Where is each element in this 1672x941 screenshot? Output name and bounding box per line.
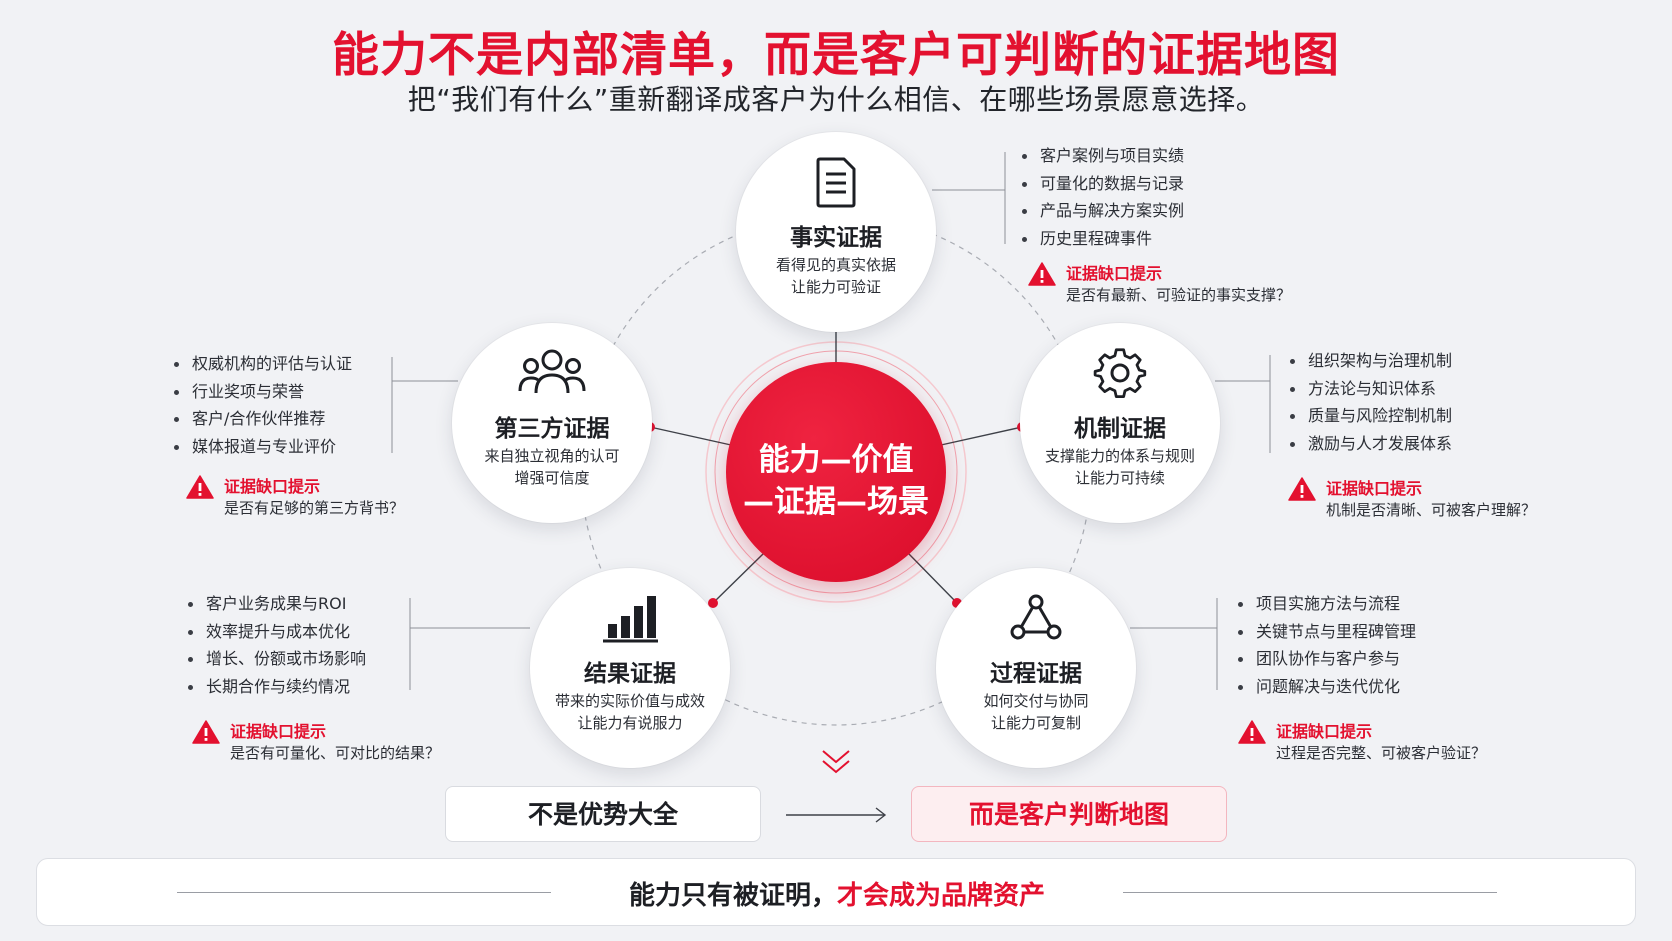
node-fact[interactable]: 事实证据 看得见的真实依据 让能力可验证	[736, 132, 936, 332]
not-advantage-list-pill: 不是优势大全	[445, 786, 761, 842]
warning-icon	[1238, 720, 1266, 744]
list-item: 权威机构的评估与认证	[170, 350, 352, 378]
divider-left	[177, 892, 551, 893]
gear-icon	[1020, 347, 1220, 403]
list-item: 媒体报道与专业评价	[170, 433, 352, 461]
list-item: 长期合作与续约情况	[184, 673, 366, 701]
warning-text: 过程是否完整、可被客户验证？	[1276, 744, 1487, 762]
node-mechanism[interactable]: 机制证据 支撑能力的体系与规则 让能力可持续	[1020, 323, 1220, 523]
list-item: 客户案例与项目实绩	[1018, 142, 1184, 170]
third-party-evidence-list: 权威机构的评估与认证 行业奖项与荣誉 客户/合作伙伴推荐 媒体报道与专业评价	[170, 350, 352, 460]
center-line-1: 能力—价值	[758, 442, 914, 478]
node-desc: 来自独立视角的认可 增强可信度	[484, 447, 620, 487]
list-item: 可量化的数据与记录	[1018, 170, 1184, 198]
page-title: 能力不是内部清单，而是客户可判断的证据地图	[332, 28, 1340, 83]
list-item: 质量与风险控制机制	[1286, 402, 1452, 430]
list-item: 历史里程碑事件	[1018, 225, 1184, 253]
connector-dot-result	[708, 598, 718, 608]
warning-text: 机制是否清晰、可被客户理解？	[1326, 501, 1537, 519]
customer-judgment-map-pill: 而是客户判断地图	[911, 786, 1227, 842]
arrow-right-icon	[786, 807, 887, 823]
list-item: 组织架构与治理机制	[1286, 347, 1452, 375]
node-desc: 如何交付与协同 让能力可复制	[983, 692, 1089, 732]
warning-title: 证据缺口提示	[1326, 479, 1423, 498]
warning-text: 是否有足够的第三方背书？	[224, 499, 405, 517]
fact-evidence-list: 客户案例与项目实绩 可量化的数据与记录 产品与解决方案实例 历史里程碑事件	[1018, 142, 1184, 252]
warning-icon	[186, 475, 214, 499]
connector-process	[907, 552, 958, 604]
people-icon	[452, 347, 652, 403]
list-item: 团队协作与客户参与	[1234, 645, 1416, 673]
node-result[interactable]: 结果证据 带来的实际价值与成效 让能力有说服力	[530, 568, 730, 768]
list-item: 行业奖项与荣誉	[170, 378, 352, 406]
node-process[interactable]: 过程证据 如何交付与协同 让能力可复制	[936, 568, 1136, 768]
mechanism-evidence-list: 组织架构与治理机制 方法论与知识体系 质量与风险控制机制 激励与人才发展体系	[1286, 347, 1452, 457]
bar-chart-icon	[530, 592, 730, 648]
node-title: 事实证据	[790, 225, 882, 251]
list-item: 增长、份额或市场影响	[184, 645, 366, 673]
process-evidence-list: 项目实施方法与流程 关键节点与里程碑管理 团队协作与客户参与 问题解决与迭代优化	[1234, 590, 1416, 700]
double-chevron-down-icon	[822, 750, 850, 774]
warning-icon	[1288, 477, 1316, 501]
connector-third	[649, 426, 732, 446]
warning-title: 证据缺口提示	[1066, 264, 1163, 283]
conclusion-text: 能力只有被证明，才会成为品牌资产	[628, 881, 1046, 911]
list-item: 产品与解决方案实例	[1018, 197, 1184, 225]
list-item: 客户业务成果与ROI	[184, 590, 366, 618]
list-item: 项目实施方法与流程	[1234, 590, 1416, 618]
divider-right	[1123, 892, 1497, 893]
list-item: 效率提升与成本优化	[184, 618, 366, 646]
connector-mechanism	[940, 426, 1023, 446]
node-title: 过程证据	[990, 661, 1082, 687]
warning-title: 证据缺口提示	[1276, 722, 1373, 741]
list-item: 方法论与知识体系	[1286, 375, 1452, 403]
node-third-party[interactable]: 第三方证据 来自独立视角的认可 增强可信度	[452, 323, 652, 523]
list-item: 关键节点与里程碑管理	[1234, 618, 1416, 646]
node-desc: 看得见的真实依据 让能力可验证	[775, 256, 896, 296]
node-desc: 支撑能力的体系与规则 让能力可持续	[1044, 447, 1195, 487]
connector-result	[712, 552, 765, 604]
result-evidence-list: 客户业务成果与ROI 效率提升与成本优化 增长、份额或市场影响 长期合作与续约情…	[184, 590, 366, 700]
warning-text: 是否有最新、可验证的事实支撑？	[1066, 286, 1292, 304]
node-desc: 带来的实际价值与成效 让能力有说服力	[554, 692, 705, 732]
document-icon	[736, 156, 936, 212]
center-line-2: —证据—场景	[743, 484, 929, 520]
node-title: 第三方证据	[494, 416, 610, 442]
list-item: 激励与人才发展体系	[1286, 430, 1452, 458]
warning-icon	[192, 720, 220, 744]
page-subtitle: 把“我们有什么”重新翻译成客户为什么相信、在哪些场景愿意选择。	[407, 83, 1265, 116]
list-item: 客户/合作伙伴推荐	[170, 405, 352, 433]
node-title: 结果证据	[584, 661, 676, 687]
center-core: 能力—价值 —证据—场景	[726, 362, 946, 582]
conclusion-banner: 能力只有被证明，才会成为品牌资产	[36, 858, 1636, 926]
flow-icon	[936, 592, 1136, 648]
warning-icon	[1028, 262, 1056, 286]
warning-title: 证据缺口提示	[224, 477, 321, 496]
warning-text: 是否有可量化、可对比的结果？	[230, 744, 441, 762]
list-item: 问题解决与迭代优化	[1234, 673, 1416, 701]
warning-title: 证据缺口提示	[230, 722, 327, 741]
node-title: 机制证据	[1074, 416, 1166, 442]
